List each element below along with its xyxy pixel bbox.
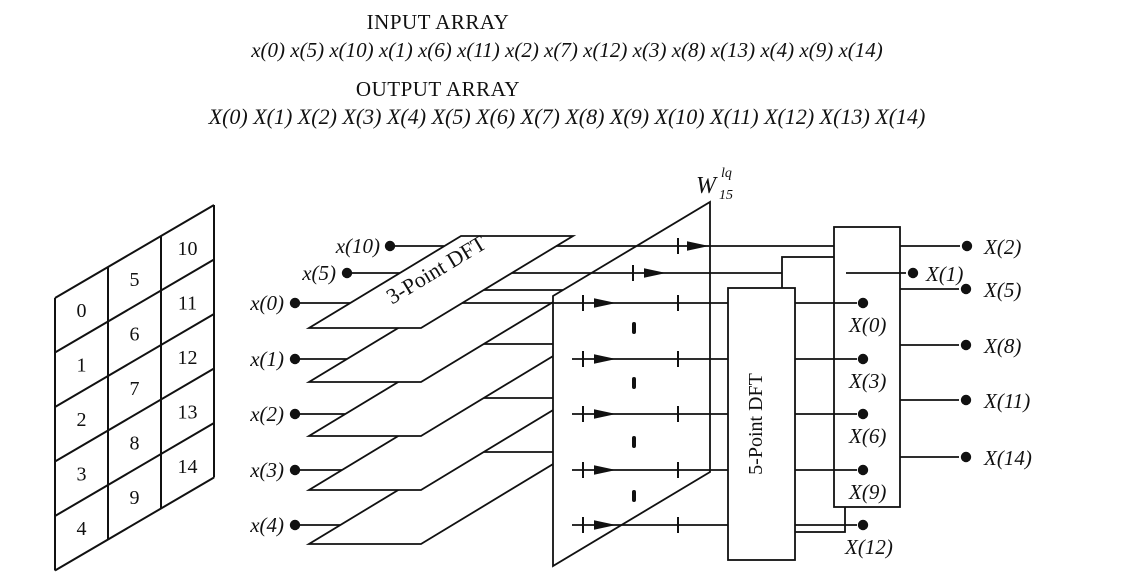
input-label: x(0) [249,291,284,315]
ellipsis-dot [632,377,636,389]
matrix-cell: 12 [178,347,198,369]
output-node-X0 [857,297,869,309]
dft5-output-taps: X(0) X(3) X(6) X(9) X(12) [795,297,893,559]
output-label: X(3) [848,369,886,393]
output-node-X14 [960,451,972,463]
dft5-box-front [833,226,901,508]
output-label: X(11) [983,389,1030,413]
output-node-X12 [857,519,869,531]
final-output-taps: X(2) X(1) X(5) X(8) X(11) X(14) [846,235,1032,470]
input-node-x5 [341,267,353,279]
output-label: X(8) [983,334,1021,358]
output-node-X11 [960,394,972,406]
input-label: x(5) [301,261,336,285]
output-node-X8 [960,339,972,351]
twiddle-superscript: lq [721,166,732,181]
input-node-x3 [289,464,301,476]
index-matrix-cells: 0 1 2 3 4 5 6 7 8 9 10 11 12 13 14 [77,238,198,540]
output-label: X(1) [925,262,963,286]
output-node-X9 [857,464,869,476]
output-node-X1 [907,267,919,279]
input-node-x10 [384,240,396,252]
output-label: X(0) [848,313,886,337]
ellipsis-dot [632,490,636,502]
matrix-cell: 3 [77,464,87,486]
matrix-cell: 6 [130,324,140,346]
output-node-X5 [960,283,972,295]
output-array-title: OUTPUT ARRAY [356,77,520,101]
output-label: X(12) [844,535,893,559]
ellipsis-dot [632,436,636,448]
input-label: x(3) [249,458,284,482]
matrix-cell: 2 [77,409,87,431]
output-label: X(6) [848,424,886,448]
matrix-cell: 4 [77,518,87,540]
matrix-cell: 14 [178,456,198,478]
input-node-x0 [289,297,301,309]
output-label: X(5) [983,278,1021,302]
index-matrix-grid [54,204,215,572]
output-label: X(2) [983,235,1021,259]
input-array-values: x(0) x(5) x(10) x(1) x(6) x(11) x(2) x(7… [250,38,883,62]
dft5-box-main [727,287,796,561]
twiddle-base: W [696,173,718,199]
matrix-cell: 1 [77,355,87,377]
matrix-cell: 0 [77,300,87,322]
input-node-x1 [289,353,301,365]
input-label: x(10) [335,234,380,258]
output-node-X2 [961,240,973,252]
input-label: x(4) [249,513,284,537]
ellipsis-dot [632,322,636,334]
twiddle-arrow-ticks [582,238,679,533]
matrix-cell: 7 [130,378,140,400]
output-node-X6 [857,408,869,420]
matrix-cell: 11 [178,293,197,315]
twiddle-arrowheads [594,241,709,530]
matrix-cell: 9 [130,487,140,509]
twiddle-subscript: 15 [719,188,733,203]
input-label: x(1) [249,347,284,371]
output-node-X3 [857,353,869,365]
dft3-plane-1 [305,235,577,329]
input-label: x(2) [249,402,284,426]
output-label: X(14) [983,446,1032,470]
dft5-box-label: 5-Point DFT [745,373,767,475]
input-node-x2 [289,408,301,420]
input-taps: x(10) x(5) x(0) x(1) x(2) x(3) x(4) [249,234,444,537]
matrix-cell: 8 [130,433,140,455]
input-array-title: INPUT ARRAY [367,10,510,34]
matrix-cell: 5 [130,269,140,291]
matrix-cell: 13 [178,402,198,424]
ellipsis-dots [632,322,636,502]
output-array-values: X(0) X(1) X(2) X(3) X(4) X(5) X(6) X(7) … [208,104,926,129]
input-node-x4 [289,519,301,531]
matrix-cell: 10 [178,238,198,260]
output-label: X(9) [848,480,886,504]
twiddle-plane [552,200,711,568]
twiddle-factor-label: W lq 15 [696,166,733,203]
